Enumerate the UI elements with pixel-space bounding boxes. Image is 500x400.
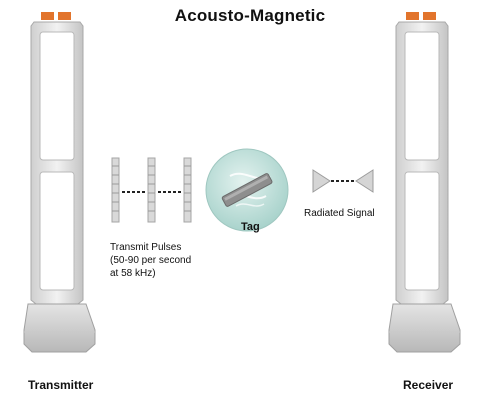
transmitter-label: Transmitter [28,378,94,392]
transmitter-cap-left [41,12,54,20]
radiated-signal-label: Radiated Signal [304,208,375,219]
receiver-label: Receiver [403,378,454,392]
receiver-window-upper [404,31,440,161]
receiver-base [388,303,461,353]
signal-horn-right [355,169,374,193]
pulse-bar-3 [183,157,192,223]
transmit-pulses-label: Transmit Pulses (50-90 per second at 58 … [110,241,220,280]
pulse-bar-2 [147,157,156,223]
signal-horn-left [312,169,331,193]
pulses-line-2: (50-90 per second [110,255,192,266]
pulses-line-3: at 58 kHz) [110,268,156,279]
transmit-pulses [111,157,192,223]
transmitter-base [23,303,96,353]
receiver-cap-right [423,12,436,20]
tag-illustration [205,148,289,232]
diagram-title: Acousto-Magnetic [174,6,326,25]
receiver-window-lower [404,171,440,291]
transmitter-pedestal [23,12,96,353]
receiver-cap-left [406,12,419,20]
receiver-pedestal [388,12,461,353]
tag-label: Tag [241,221,260,233]
transmitter-cap-right [58,12,71,20]
transmitter-window-upper [39,31,75,161]
pulses-line-1: Transmit Pulses [110,242,182,253]
radiated-signal [312,169,374,193]
tag-bar [221,173,273,207]
pulse-bar-1 [111,157,120,223]
transmitter-window-lower [39,171,75,291]
